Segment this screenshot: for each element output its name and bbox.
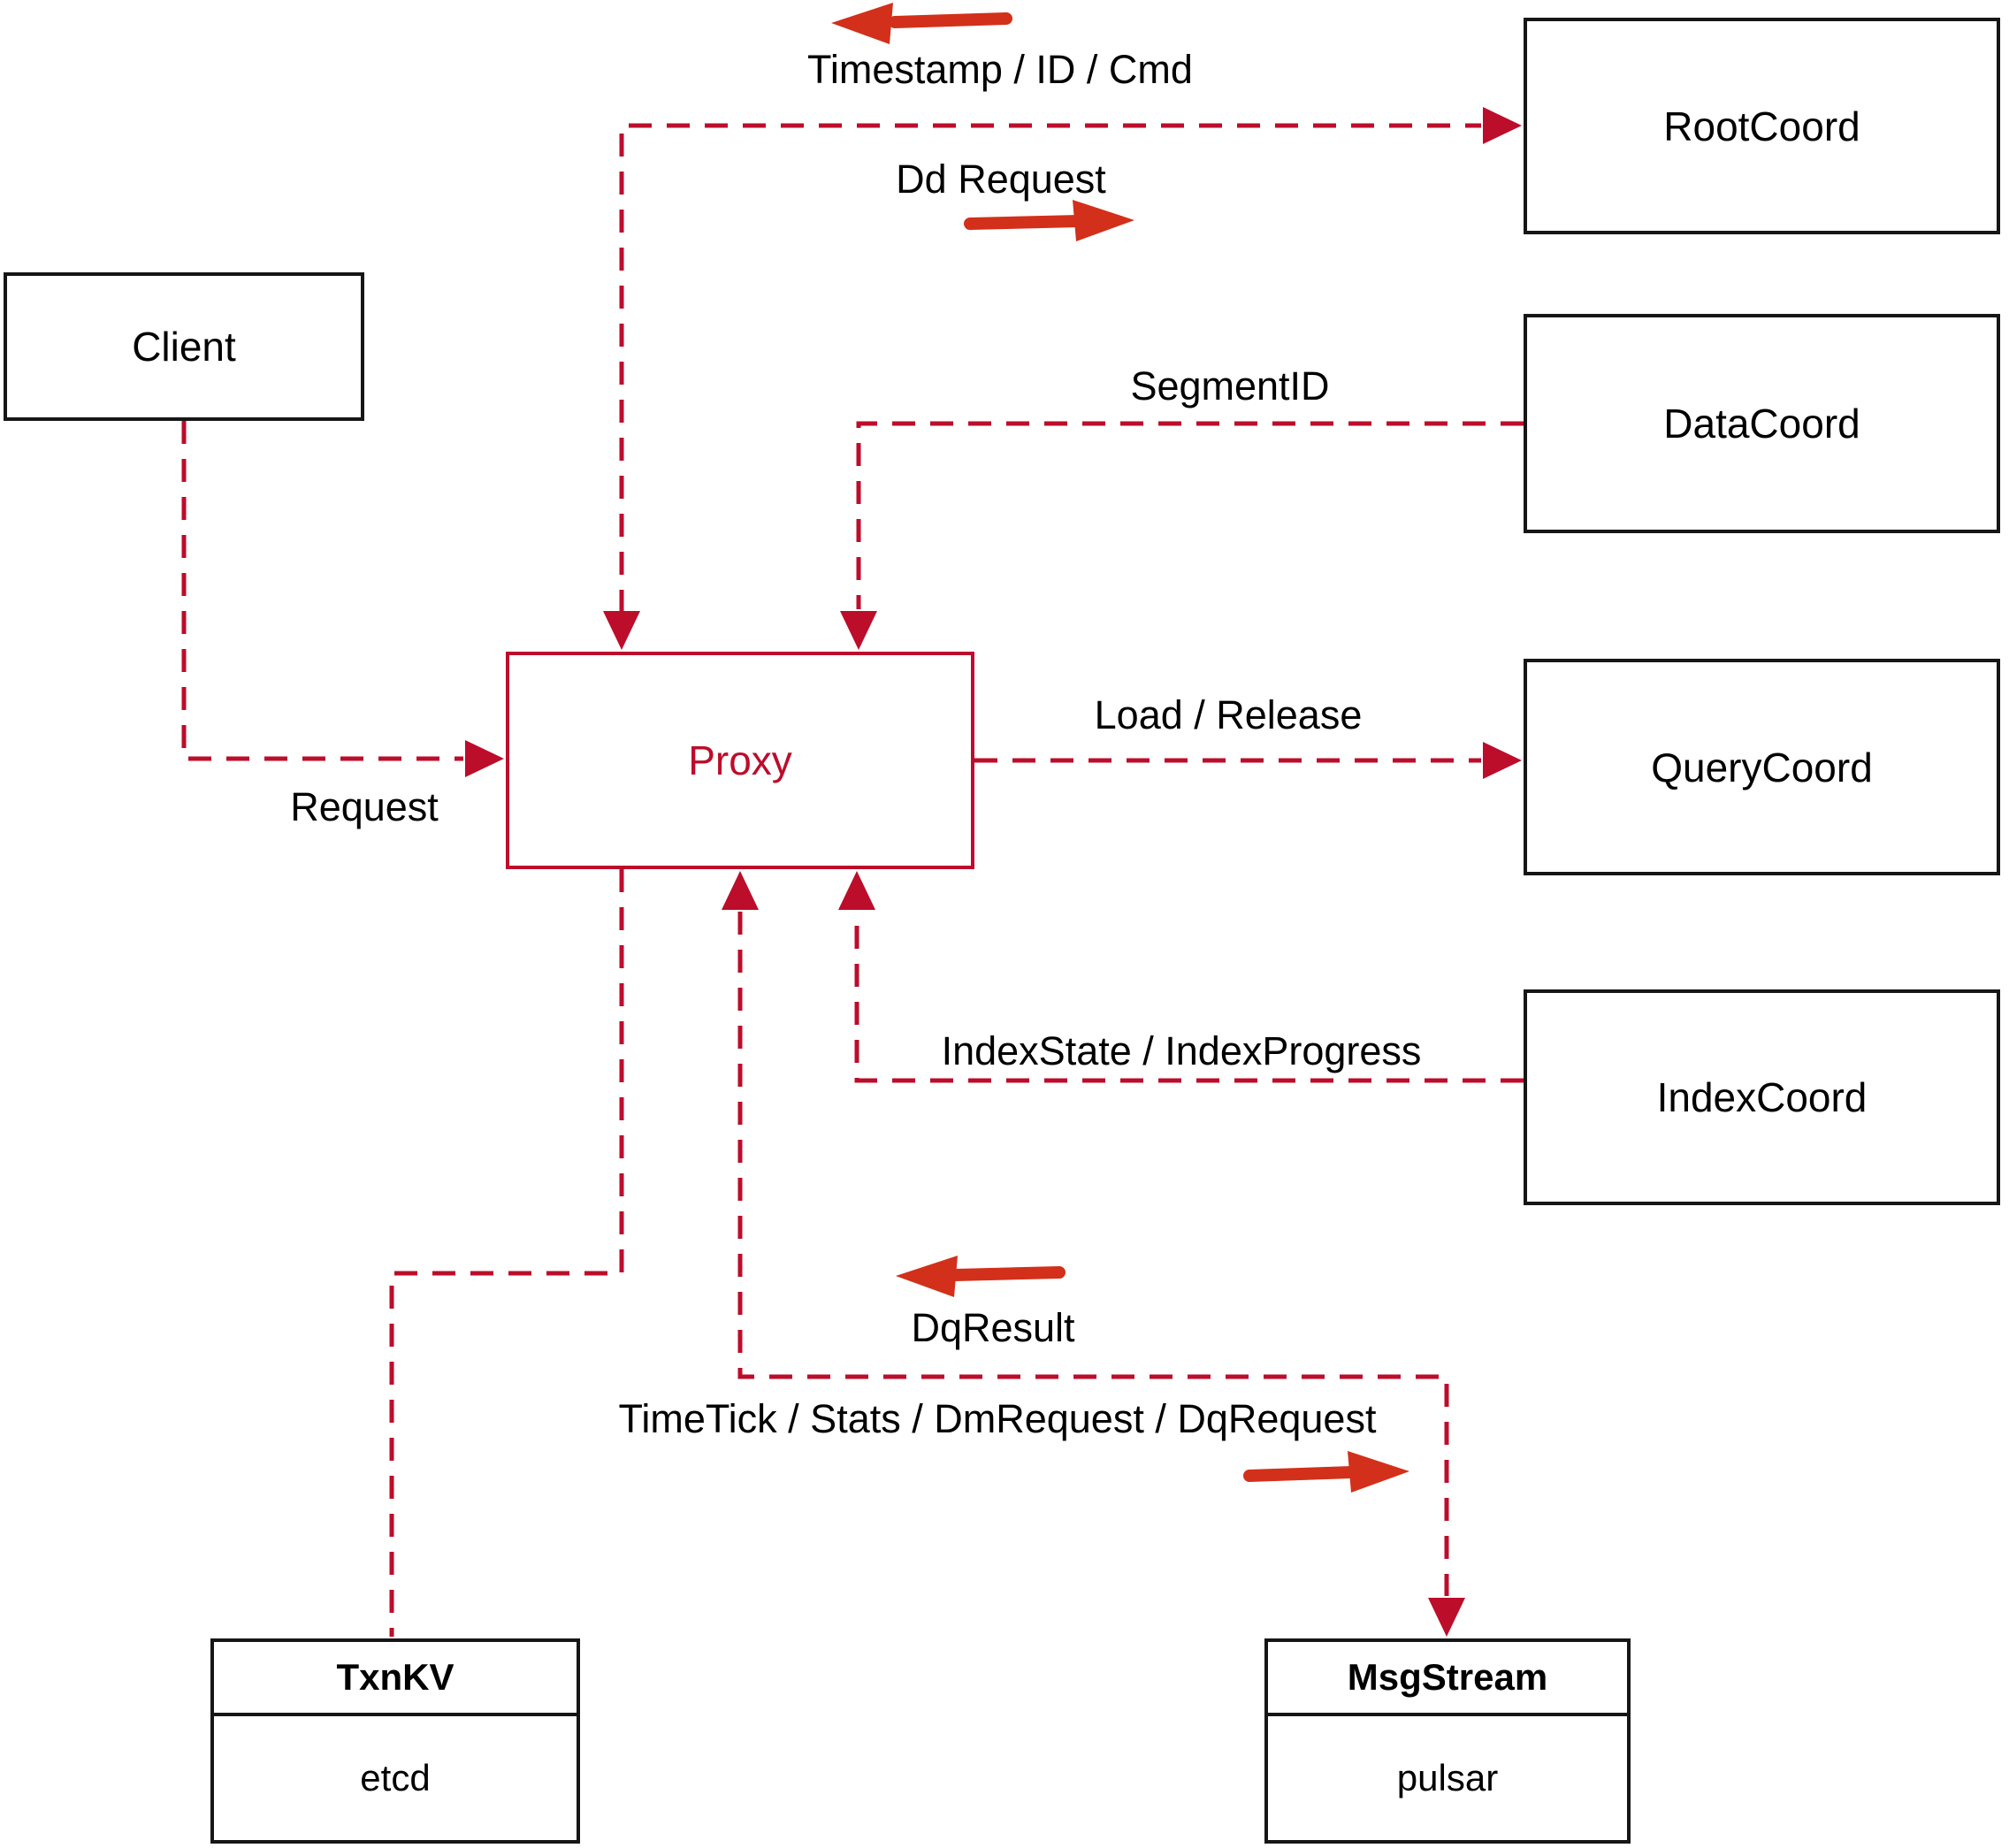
- arrow-right-icon: [964, 200, 1134, 241]
- arrow-right-icon: [1243, 1451, 1409, 1493]
- node-indexcoord-label: IndexCoord: [1656, 1074, 1868, 1120]
- arrowhead-into-proxy-bottom-mid-icon: [722, 871, 759, 910]
- edge-label-indexstate-indexprogress: IndexState / IndexProgress: [941, 1028, 1422, 1073]
- edge-datacoord-proxy: [856, 421, 1524, 609]
- edge-label-request: Request: [290, 784, 439, 829]
- edge-label-timetick-stats-dmrequest-dqrequest: TimeTick / Stats / DmRequest / DqRequest: [618, 1396, 1377, 1441]
- edge-label-timestamp-id-cmd: Timestamp / ID / Cmd: [807, 47, 1193, 92]
- arrowhead-into-proxy-top-right-icon: [840, 611, 877, 650]
- edge-proxy-msgstream: [737, 912, 1449, 1596]
- node-proxy: Proxy: [506, 652, 974, 869]
- arrowhead-into-proxy-bottom-right-icon: [838, 871, 875, 910]
- node-msgstream-subtitle: pulsar: [1396, 1757, 1499, 1798]
- arrowhead-into-proxy-top-left-icon: [603, 611, 640, 650]
- node-querycoord-label: QueryCoord: [1651, 744, 1873, 790]
- node-txnkv-title: TxnKV: [214, 1642, 577, 1716]
- arrow-left-icon: [831, 3, 1012, 44]
- arrowhead-into-rootcoord-icon: [1483, 107, 1522, 144]
- arrowhead-into-querycoord-icon: [1483, 742, 1522, 779]
- node-rootcoord-label: RootCoord: [1663, 103, 1860, 149]
- edge-label-load-release: Load / Release: [1094, 692, 1363, 737]
- arrow-left-icon: [896, 1256, 1066, 1297]
- edge-proxy-txnkv: [389, 869, 624, 1637]
- edge-label-dd-request: Dd Request: [896, 157, 1106, 202]
- edge-label-segmentid: SegmentID: [1130, 363, 1330, 409]
- node-proxy-label: Proxy: [688, 737, 792, 783]
- node-indexcoord: IndexCoord: [1524, 989, 2000, 1205]
- node-msgstream: MsgStream pulsar: [1264, 1638, 1631, 1844]
- node-datacoord: DataCoord: [1524, 314, 2000, 533]
- node-querycoord: QueryCoord: [1524, 659, 2000, 875]
- arrowhead-into-proxy-left-icon: [465, 740, 504, 777]
- arrowhead-into-msgstream-icon: [1428, 1598, 1465, 1637]
- edge-proxy-rootcoord: [619, 123, 1481, 613]
- node-client-label: Client: [132, 324, 236, 370]
- node-rootcoord: RootCoord: [1524, 18, 2000, 234]
- node-datacoord-label: DataCoord: [1663, 401, 1860, 447]
- node-txnkv-subtitle: etcd: [360, 1757, 431, 1798]
- edge-label-dqresult: DqResult: [911, 1305, 1075, 1350]
- node-client: Client: [4, 272, 364, 421]
- edge-indexcoord-proxy: [854, 912, 1524, 1083]
- node-txnkv: TxnKV etcd: [210, 1638, 580, 1844]
- node-msgstream-title: MsgStream: [1268, 1642, 1627, 1716]
- edge-client-proxy: [181, 421, 463, 761]
